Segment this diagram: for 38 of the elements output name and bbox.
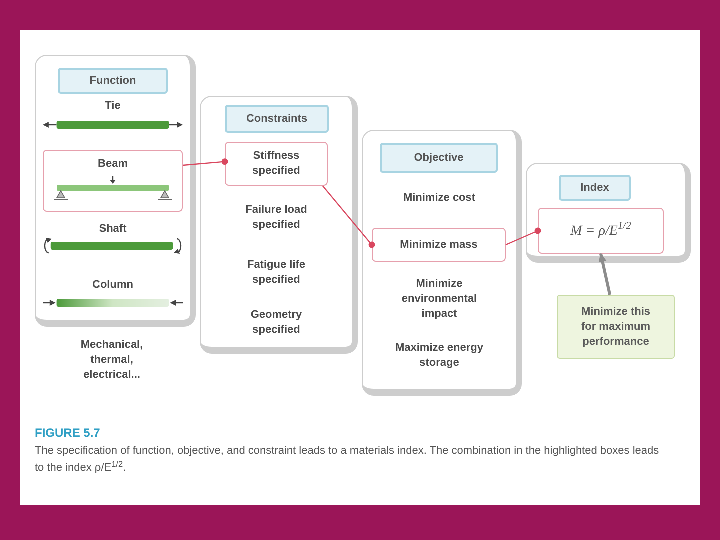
section-heading	[58, 68, 168, 94]
item-text: Tie	[104, 99, 122, 114]
section-heading	[380, 143, 498, 173]
item-text: Fatigue life specified	[246, 258, 307, 288]
item-text: Failure load specified	[244, 203, 308, 233]
annotation-text: Mechanical, thermal, electrical...	[80, 338, 144, 383]
item-text: Shaft	[98, 222, 128, 237]
note-card	[557, 295, 675, 359]
card-panel	[35, 55, 196, 327]
highlighted-item	[538, 208, 664, 254]
dot-connector	[322, 186, 376, 248]
section-heading	[225, 105, 329, 133]
highlighted-item	[372, 228, 506, 262]
item-text: Stiffness specified	[252, 149, 302, 179]
item-text: Maximize energy storage	[394, 341, 485, 371]
card-panel	[362, 130, 522, 396]
heading-text: Function	[90, 74, 136, 88]
dot-connector	[182, 158, 228, 166]
caption-text: The specification of function, objective, and constraint leads to a materials index. The combination in the highlighted boxes leads to the index ρ/E$^{1/2}$.	[35, 444, 660, 476]
highlighted-item	[43, 150, 183, 212]
section-heading	[559, 175, 631, 201]
heading-text: Constraints	[246, 112, 308, 126]
item-text: Minimize cost	[402, 191, 477, 206]
formula-text: M = ρ/E$^{1/2}$	[570, 220, 632, 240]
heading-text: Index	[580, 181, 610, 195]
note-text: Minimize this for maximum performance	[580, 304, 652, 350]
arrow	[598, 253, 612, 296]
highlighted-item	[225, 142, 328, 186]
item-text: Beam	[97, 157, 129, 172]
card-panel	[200, 96, 358, 354]
item-text: Column	[92, 278, 134, 293]
figure-label: FIGURE 5.7	[35, 425, 100, 442]
heading-text: Objective	[414, 151, 464, 165]
card-panel	[526, 163, 691, 263]
item-text: Minimize environmental impact	[400, 277, 478, 322]
dot-connector	[506, 228, 542, 246]
item-text: Minimize mass	[399, 238, 479, 252]
item-text: Geometry specified	[250, 308, 304, 338]
